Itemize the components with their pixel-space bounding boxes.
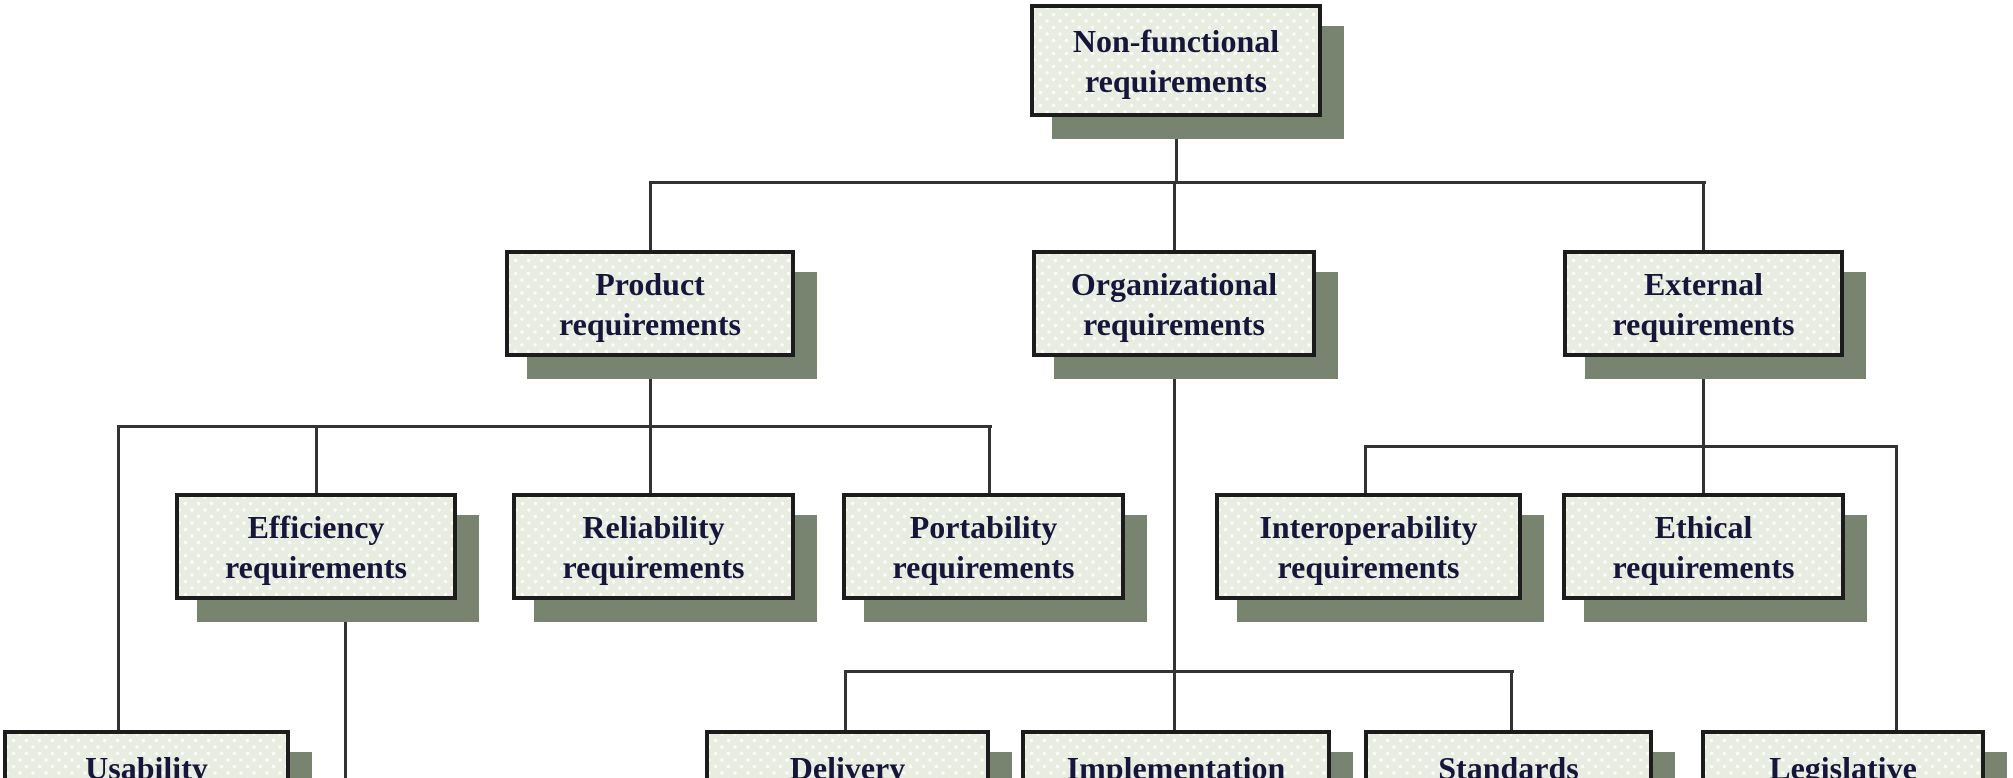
- node-interoperability-requirements: Interoperability requirements: [1215, 493, 1522, 600]
- node-portability-requirements: Portability requirements: [842, 493, 1125, 600]
- connector-usability-drop: [117, 425, 120, 734]
- node-label: Non-functional: [1072, 22, 1280, 59]
- connector-reliability-drop: [649, 425, 652, 495]
- connector-product-stem: [649, 355, 652, 427]
- node-label: Delivery: [789, 750, 906, 778]
- node-label: Product: [595, 265, 705, 302]
- connector-ethical-drop: [1702, 445, 1705, 495]
- connector-product-bar: [117, 425, 992, 428]
- connector-root-stem: [1175, 114, 1178, 183]
- connector-organizational-bar: [844, 670, 1514, 673]
- node-label: Implementation: [1066, 750, 1286, 778]
- connector-efficiency-child-stub: [344, 598, 347, 778]
- connector-product-drop: [649, 181, 652, 252]
- node-label: requirements: [1277, 548, 1460, 585]
- node-label: Portability: [909, 508, 1058, 545]
- node-label: requirements: [1083, 305, 1265, 342]
- node-label: Reliability: [582, 508, 725, 545]
- node-label: requirements: [562, 548, 745, 585]
- node-label: requirements: [1612, 305, 1795, 342]
- node-nonfunctional-requirements: Non-functional requirements: [1030, 4, 1322, 117]
- connector-external-stem: [1702, 355, 1705, 447]
- connector-interoperability-drop: [1364, 445, 1367, 495]
- connector-legislative-drop: [1895, 445, 1898, 734]
- node-product-requirements: Product requirements: [505, 250, 795, 357]
- node-label: Ethical: [1654, 508, 1753, 545]
- node-delivery: Delivery: [705, 730, 990, 778]
- node-external-requirements: External requirements: [1563, 250, 1844, 357]
- node-label: Usability: [85, 750, 208, 778]
- connector-level1-bar: [649, 181, 1706, 184]
- node-usability: Usability: [3, 730, 290, 778]
- node-label: Efficiency: [247, 508, 385, 545]
- node-label: Standards: [1438, 750, 1579, 778]
- connector-portability-drop: [988, 425, 991, 495]
- connector-standards-drop: [1510, 670, 1513, 734]
- connector-organizational-stem: [1173, 355, 1176, 672]
- connector-external-drop: [1702, 181, 1705, 252]
- node-label: requirements: [892, 548, 1075, 585]
- connector-implementation-drop: [1173, 670, 1176, 734]
- node-ethical-requirements: Ethical requirements: [1562, 493, 1845, 600]
- node-organizational-requirements: Organizational requirements: [1032, 250, 1316, 357]
- node-standards: Standards: [1364, 730, 1653, 778]
- node-label: External: [1643, 265, 1764, 302]
- connector-efficiency-drop: [315, 425, 318, 495]
- node-label: requirements: [1085, 62, 1267, 99]
- node-label: requirements: [225, 548, 407, 585]
- node-reliability-requirements: Reliability requirements: [512, 493, 795, 600]
- node-legislative: Legislative: [1701, 730, 1985, 778]
- connector-external-bar: [1364, 445, 1898, 448]
- node-label: Organizational: [1070, 265, 1278, 302]
- node-label: Interoperability: [1259, 508, 1478, 545]
- connector-delivery-drop: [844, 670, 847, 734]
- node-label: requirements: [1612, 548, 1795, 585]
- node-efficiency-requirements: Efficiency requirements: [175, 493, 457, 600]
- node-label: requirements: [559, 305, 741, 342]
- node-implementation: Implementation: [1021, 730, 1331, 778]
- node-label: Legislative: [1769, 750, 1917, 778]
- connector-organizational-drop: [1173, 181, 1176, 252]
